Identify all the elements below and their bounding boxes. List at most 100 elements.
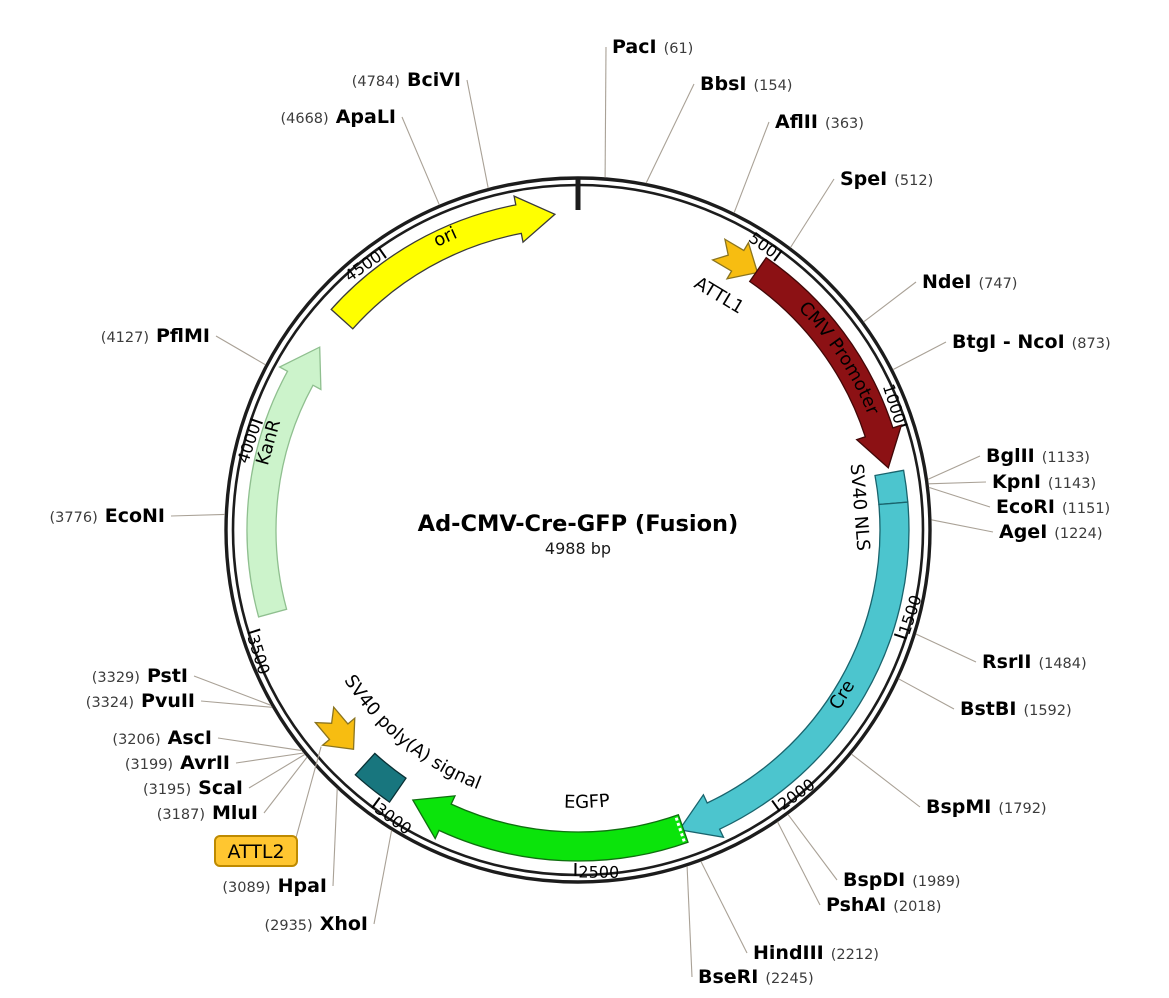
site-AflII: AflII(363)	[775, 111, 864, 133]
site-BspDI: BspDI(1989)	[843, 869, 960, 891]
site-position: (1792)	[998, 801, 1046, 817]
site-position: (2245)	[765, 971, 813, 987]
feature-KanR	[246, 346, 322, 618]
site-position: (3206)	[112, 732, 160, 748]
site-BglII: BglII(1133)	[986, 445, 1090, 467]
site-name: KpnI	[992, 471, 1041, 493]
site-position: (154)	[753, 78, 792, 94]
site-name: SpeI	[840, 168, 887, 190]
leader-line-AflII	[733, 121, 770, 213]
site-name: EcoRI	[996, 496, 1055, 518]
site-position: (3199)	[125, 757, 173, 773]
tick-label: 2500	[578, 863, 619, 882]
leader-line-KpnI	[928, 481, 987, 485]
feature-label-SV40-NLS: SV40 NLS	[846, 463, 874, 552]
leader-line-BspMI	[851, 753, 921, 808]
site-name: BtgI - NcoI	[952, 331, 1065, 353]
chip-label: ATTL2	[227, 841, 284, 863]
leader-line-BspDI	[787, 814, 838, 881]
site-name: EcoNI	[105, 505, 165, 527]
site-XhoI: (2935)XhoI	[264, 913, 368, 935]
leader-line-PshAI	[777, 821, 821, 906]
site-BbsI: BbsI (154)	[700, 73, 792, 95]
site-name: AgeI	[999, 521, 1047, 543]
tick-label: 3000	[371, 799, 415, 838]
tick-mark	[771, 800, 781, 812]
tick-mark	[249, 418, 263, 425]
plasmid-ring	[224, 176, 932, 884]
curved-label: CMV Promoter	[794, 298, 883, 419]
leader-line-BseRI	[686, 866, 693, 978]
leader-line-BbsI	[645, 83, 695, 184]
kanr-arrow	[246, 346, 322, 618]
site-position: (747)	[978, 276, 1017, 292]
site-name: PshAI	[826, 894, 886, 916]
feature-CMV-Promoter	[748, 256, 903, 469]
feature-SV40-poly-A-signal	[354, 752, 407, 804]
site-name: XhoI	[320, 913, 368, 935]
feature-chip-ATTL2: ATTL2	[214, 835, 298, 867]
leader-line-ApaLI	[401, 116, 440, 206]
leader-line-EcoNI	[170, 513, 225, 517]
feature-EGFP	[411, 795, 689, 862]
site-BspMI: BspMI(1792)	[926, 796, 1047, 818]
site-AscI: (3206)AscI	[112, 727, 212, 749]
site-name: AflII	[775, 111, 818, 133]
site-position: (3776)	[50, 510, 98, 526]
leader-line-RsrII	[915, 633, 977, 663]
site-BseRI: BseRI(2245)	[698, 966, 814, 988]
site-position: (3089)	[222, 880, 270, 896]
leader-line-XhoI	[373, 830, 393, 925]
egfp-arrow	[411, 795, 689, 862]
site-BstBI: BstBI(1592)	[960, 698, 1072, 720]
plasmid-length: 4988 bp	[544, 538, 612, 558]
site-name: HpaI	[278, 875, 327, 897]
site-position: (4668)	[280, 111, 328, 127]
feature-ori	[330, 194, 557, 330]
attl1-arrow	[711, 237, 759, 280]
plasmid-title: Ad-CMV-Cre-GFP (Fusion)	[417, 511, 739, 537]
site-name: BstBI	[960, 698, 1016, 720]
site-EcoNI: (3776) EcoNI	[50, 505, 165, 527]
site-name: PstI	[147, 665, 188, 687]
site-MluI: (3187) MluI	[157, 802, 258, 824]
site-name: BglII	[986, 445, 1035, 467]
site-position: (873)	[1072, 336, 1111, 352]
site-name: PvuII	[141, 690, 195, 712]
site-name: MluI	[212, 802, 258, 824]
site-ScaI: (3195)ScaI	[143, 777, 243, 799]
leader-line-PvuII	[200, 700, 273, 708]
site-position: (512)	[894, 173, 933, 189]
leader-line-NdeI	[863, 281, 917, 323]
site-AgeI: AgeI (1224)	[999, 521, 1102, 543]
site-name: BciVI	[407, 69, 461, 91]
feature-ATTL1	[711, 237, 759, 280]
tick-mark	[377, 246, 387, 259]
site-position: (3329)	[92, 670, 140, 686]
site-name: HindIII	[753, 942, 824, 964]
site-PvuII: (3324)PvuII	[86, 690, 195, 712]
site-PshAI: PshAI(2018)	[826, 894, 941, 916]
leader-line-HindIII	[700, 861, 748, 954]
feature-ATTL2	[313, 705, 356, 751]
site-EcoRI: EcoRI(1151)	[996, 496, 1110, 518]
feature-SV40-NLS	[874, 469, 909, 506]
leader-line-SpeI	[790, 178, 835, 248]
site-name: BbsI	[700, 73, 746, 95]
tick-mark	[773, 249, 783, 262]
site-position: (1224)	[1054, 526, 1102, 542]
fusion-junction	[674, 817, 686, 842]
site-name: PflMI	[156, 325, 210, 347]
site-SpeI: SpeI (512)	[840, 168, 933, 190]
attl2-arrow	[313, 705, 356, 751]
leader-line-ScaI	[248, 753, 306, 789]
leader-line-BstBI	[898, 678, 955, 710]
site-name: PacI	[612, 36, 657, 58]
site-position: (4784)	[352, 74, 400, 90]
site-ApaLI: (4668)ApaLI	[280, 106, 396, 128]
site-position: (3187)	[157, 807, 205, 823]
tick-mark	[247, 628, 261, 635]
leader-line-ATTL2	[293, 746, 322, 846]
leader-line-BtgI-NcoI	[892, 341, 947, 371]
